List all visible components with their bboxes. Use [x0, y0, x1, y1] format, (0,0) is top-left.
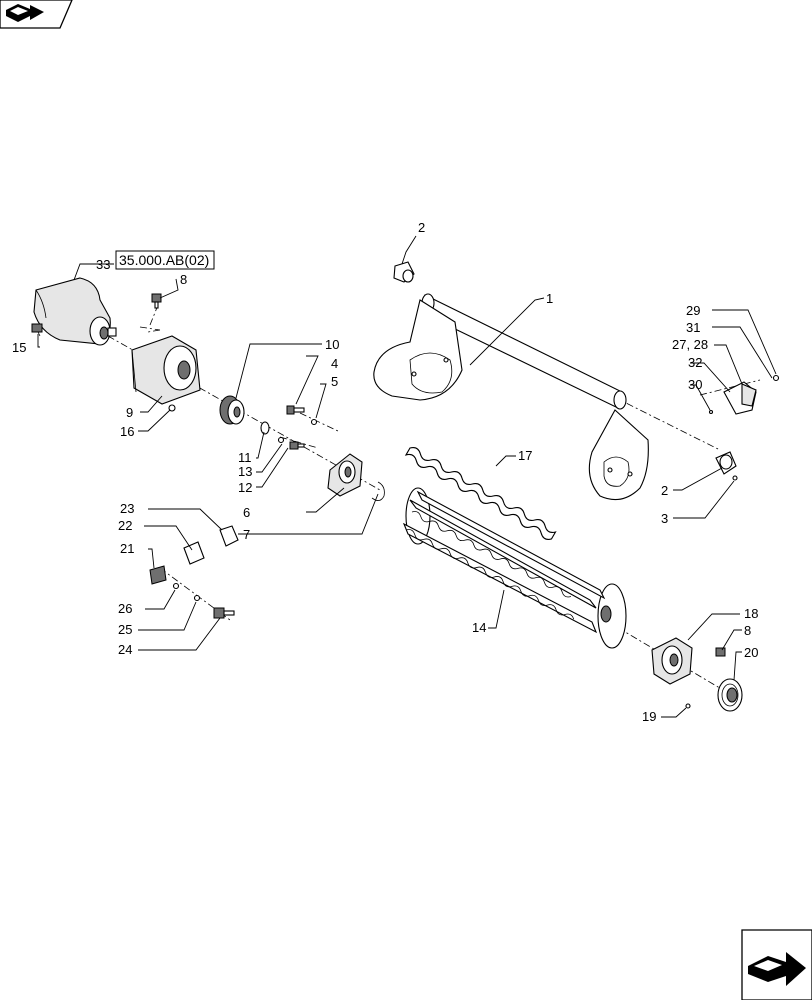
part-2-bushing-right: [715, 451, 737, 475]
part-12-13-bolt: [277, 436, 305, 450]
callout-26: 26: [118, 601, 132, 616]
reference-box-label: 35.000.AB(02): [119, 252, 209, 268]
part-10-sprocket: [219, 395, 245, 425]
callout-8-lower: 8: [744, 623, 751, 638]
callout-25: 25: [118, 622, 132, 637]
part-2-bushing-top: [393, 261, 415, 283]
part-11-washer: [260, 421, 270, 435]
callout-27-28: 27, 28: [672, 337, 708, 352]
part-20-bearing: [717, 678, 743, 712]
part-4-bolt: [286, 405, 305, 415]
callout-13: 13: [238, 464, 252, 479]
callout-labels: 1 2 2 3 4 5 6 7 8 8 9 10 11 12 13 14 15 …: [12, 220, 758, 724]
next-page-arrow-icon[interactable]: [741, 929, 812, 1000]
callout-8-upper: 8: [180, 272, 187, 287]
callout-20: 20: [744, 645, 758, 660]
callout-14: 14: [472, 620, 486, 635]
callout-33: 33: [96, 257, 110, 272]
callout-6: 6: [243, 505, 250, 520]
part-3-screw: [732, 475, 738, 481]
callout-17: 17: [518, 448, 532, 463]
part-25-nut: [193, 594, 201, 602]
callout-15: 15: [12, 340, 26, 355]
part-8-screw-upper: [151, 293, 162, 309]
callout-31: 31: [686, 320, 700, 335]
callout-21: 21: [120, 541, 134, 556]
part-6-flange: [327, 453, 363, 497]
part-17-wavy-strip: [404, 447, 557, 540]
callout-12: 12: [238, 480, 252, 495]
part-21-block: [149, 565, 167, 585]
part-24-bolt: [213, 607, 235, 619]
callout-18: 18: [744, 606, 758, 621]
callout-2-top: 2: [418, 220, 425, 235]
part-19-screw: [685, 703, 691, 709]
previous-page-arrow-icon[interactable]: [0, 0, 73, 29]
callout-24: 24: [118, 642, 132, 657]
leader-lines: [37, 235, 777, 718]
callout-2-right: 2: [661, 483, 668, 498]
part-18-bearing-housing: [651, 637, 693, 685]
callout-23: 23: [120, 501, 134, 516]
part-33-motor: [33, 277, 117, 346]
callout-7: 7: [243, 527, 250, 542]
part-22-block: [183, 541, 205, 565]
callout-1: 1: [546, 291, 553, 306]
part-9-housing: [131, 335, 201, 405]
part-16-screw: [168, 404, 176, 412]
callout-10: 10: [325, 337, 339, 352]
callout-4: 4: [331, 356, 338, 371]
part-23-block: [219, 525, 239, 547]
callout-11: 11: [238, 450, 252, 465]
callout-19: 19: [642, 709, 656, 724]
part-1-frame: [373, 293, 649, 501]
callout-22: 22: [118, 518, 132, 533]
callout-9: 9: [126, 405, 133, 420]
callout-29: 29: [686, 303, 700, 318]
callout-30: 30: [688, 377, 702, 392]
callout-5: 5: [331, 374, 338, 389]
reference-box[interactable]: 35.000.AB(02): [115, 250, 215, 270]
callout-16: 16: [120, 424, 134, 439]
part-5-nut: [310, 418, 318, 426]
part-26-washer: [172, 582, 180, 590]
part-14-reel-drum: [402, 487, 627, 649]
part-7-circlip: [371, 481, 385, 501]
part-27-32-bracket: [708, 374, 780, 415]
part-8-screw-lower: [715, 647, 726, 657]
part-15-connector: [31, 323, 43, 337]
callout-32: 32: [688, 355, 702, 370]
callout-3: 3: [661, 511, 668, 526]
